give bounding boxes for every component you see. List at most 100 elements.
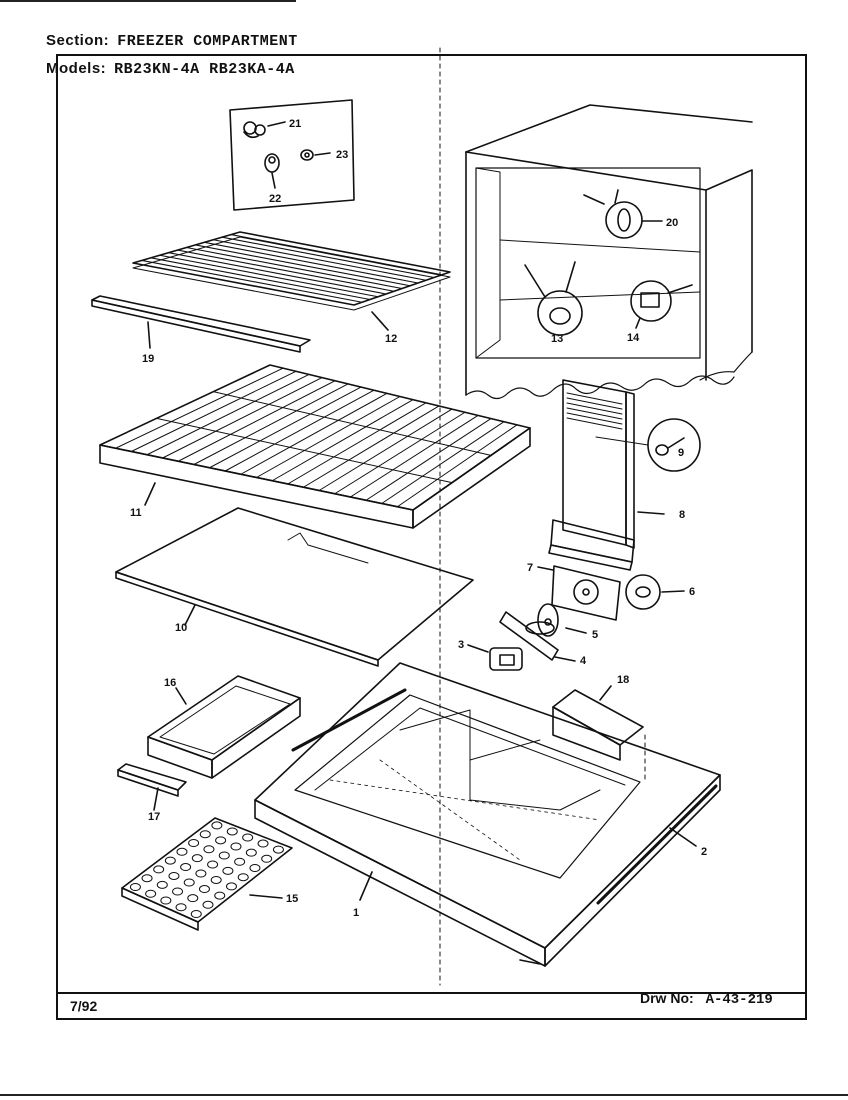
top-rule <box>0 0 296 2</box>
ice-cell <box>261 854 273 863</box>
callout-7: 7 <box>527 562 533 574</box>
part-12-wire-shelf <box>132 231 451 331</box>
shelf-rib <box>302 405 440 488</box>
ice-cell <box>218 851 230 860</box>
small-parts-inset <box>229 99 355 211</box>
shelf-wire <box>159 254 379 298</box>
ice-cell <box>164 856 176 865</box>
shelf-wire <box>230 234 443 276</box>
callout-1: 1 <box>353 907 359 919</box>
callout-10: 10 <box>175 622 187 634</box>
callout-17: 17 <box>148 811 160 823</box>
part-16-pan <box>147 675 301 779</box>
shelf-rib <box>365 418 492 501</box>
ice-cell <box>191 854 203 863</box>
callout-14: 14 <box>627 332 640 344</box>
callout-13: 13 <box>551 333 563 345</box>
ice-cell <box>153 865 165 874</box>
shelf-rib <box>224 389 375 472</box>
ice-cell <box>257 839 269 848</box>
ice-cell <box>195 869 207 878</box>
ice-cell <box>156 880 168 889</box>
ice-cell <box>245 848 257 857</box>
part-20-light-socket <box>583 189 663 239</box>
callout-20: 20 <box>666 217 678 229</box>
shelf-rib <box>146 373 310 456</box>
part-6-grommet <box>625 574 685 610</box>
ice-cell <box>249 864 261 872</box>
ice-cell <box>211 821 223 830</box>
footer-divider <box>56 992 807 994</box>
ice-cell <box>176 847 188 856</box>
shelf-rib <box>130 370 297 452</box>
ice-cell <box>225 882 237 891</box>
shelf-wire <box>177 249 395 292</box>
part-5-fan-blade <box>525 603 587 637</box>
models-value: RB23KN-4A RB23KA-4A <box>114 61 295 78</box>
ice-cell <box>226 827 238 836</box>
shelf-wire <box>194 244 411 287</box>
callout-22: 22 <box>269 193 281 205</box>
part-15-ice-tray <box>121 817 293 931</box>
ice-cell <box>242 833 254 842</box>
shelf-rib <box>240 392 388 475</box>
section-value: FREEZER COMPARTMENT <box>117 33 298 50</box>
ice-cell <box>230 842 242 851</box>
bottom-rule <box>0 1094 848 1096</box>
ice-cell <box>215 836 227 845</box>
callout-12: 12 <box>385 333 397 345</box>
shelf-rib <box>334 411 466 495</box>
part-10-glass-panel <box>115 507 474 667</box>
callout-2: 2 <box>701 846 707 858</box>
ice-cell <box>198 885 210 894</box>
callout-8: 8 <box>679 509 685 521</box>
shelf-rib <box>162 377 323 459</box>
shelf-wire <box>168 252 387 295</box>
callout-9: 9 <box>678 447 684 459</box>
ice-cell <box>272 845 284 854</box>
ice-cell <box>203 845 215 854</box>
shelf-rib <box>115 367 284 449</box>
callout-5: 5 <box>592 629 598 641</box>
shelf-rib <box>396 424 518 508</box>
ice-cell <box>188 839 200 847</box>
ice-cell <box>222 866 234 875</box>
part-19-shelf-trim <box>91 295 311 353</box>
ice-cell <box>214 891 226 900</box>
part-17-pan-rail <box>117 763 187 811</box>
drawing-label: Drw No: <box>640 990 694 1006</box>
shelf-wire <box>212 239 427 281</box>
ice-cell <box>207 860 219 869</box>
callout-18: 18 <box>617 674 629 686</box>
ice-cell <box>160 896 172 905</box>
callout-labels: 21 23 22 20 13 14 12 19 9 11 8 7 6 10 5 … <box>130 118 707 919</box>
shelf-wire <box>221 236 435 279</box>
shelf-rib <box>381 421 505 504</box>
models-label: Models: <box>46 60 107 77</box>
drawing-number: A-43-219 <box>705 992 773 1008</box>
ice-cell <box>129 883 141 891</box>
shelf-rib <box>287 402 427 485</box>
footer-drawing-number: Drw No: A-43-219 <box>640 990 773 1008</box>
shelf-rib <box>256 396 401 478</box>
shelf-rib <box>212 391 492 456</box>
part-22-knob <box>264 153 280 189</box>
part-9-screw <box>595 418 701 472</box>
ice-cell <box>168 871 180 880</box>
part-7-fan-bracket <box>537 565 621 621</box>
section-header: Section:FREEZER COMPARTMENT <box>46 32 298 50</box>
part-4-motor-mount <box>499 611 576 662</box>
ice-cell <box>237 873 249 882</box>
callout-4: 4 <box>580 655 587 667</box>
part-18-cover <box>552 685 646 781</box>
part-14-thermostat <box>630 280 693 329</box>
ice-cell <box>145 889 157 898</box>
ice-cell <box>210 875 222 884</box>
ice-cell <box>234 857 246 866</box>
part-1-liner <box>254 662 721 967</box>
ice-cell <box>190 910 202 918</box>
shelf-rib <box>177 380 336 462</box>
ice-cell <box>183 878 195 887</box>
ice-cell <box>187 894 199 903</box>
